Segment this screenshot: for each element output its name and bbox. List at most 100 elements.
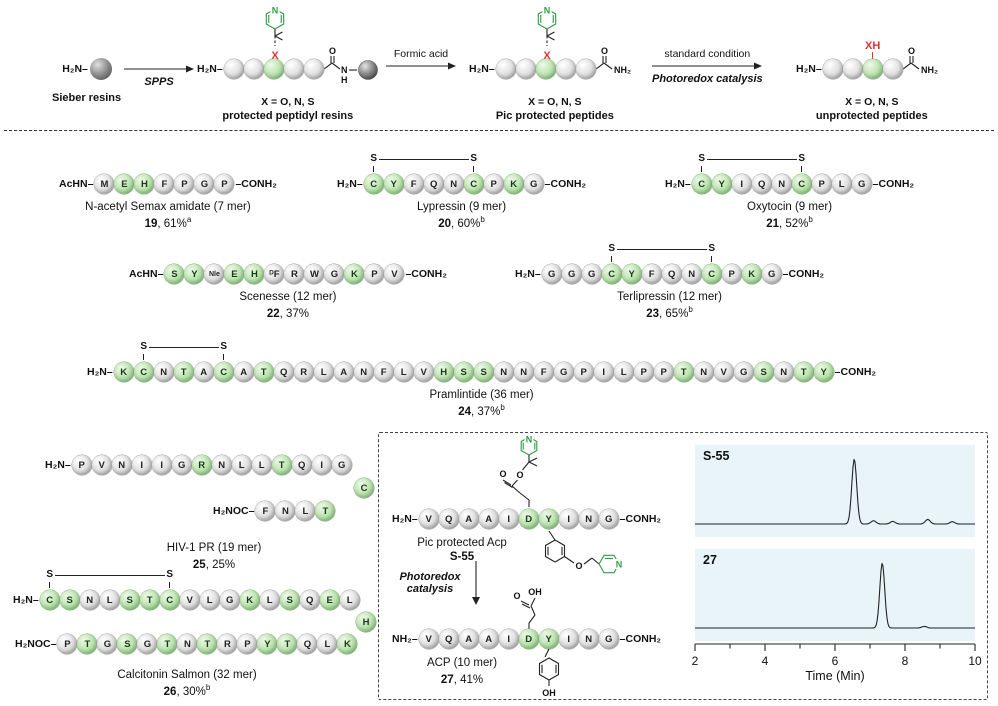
residue-bead: G	[523, 174, 544, 194]
svg-text:O: O	[601, 46, 608, 56]
residue-bead: S	[164, 264, 185, 284]
phenol-group: OH	[538, 649, 560, 698]
x-legend: X = O, N, S	[845, 96, 899, 108]
peptide-name: N-acetyl Semax amidate (7 mer)	[85, 201, 251, 213]
footnote-sup: b	[808, 215, 813, 224]
svg-text:N: N	[544, 6, 551, 16]
svg-text:NH₂: NH₂	[921, 65, 938, 75]
residue-bead: I	[131, 455, 152, 475]
structure-name: Pic protected Acp	[417, 537, 507, 549]
x-legend: X = O, N, S	[261, 96, 315, 108]
residue-bead: E	[114, 174, 135, 194]
yield-text: , 60%	[451, 217, 481, 230]
residue-bead: A	[458, 629, 479, 649]
residue-bead: C	[133, 362, 154, 382]
residue-bead: T	[793, 362, 814, 382]
peptide-name: Oxytocin (9 mer)	[747, 201, 833, 213]
resin-bead	[89, 58, 112, 80]
residue-bead: Y	[621, 264, 642, 284]
disulfide-bridge	[378, 159, 469, 160]
yield-text: , 37%	[279, 307, 310, 320]
hplc-trace	[695, 445, 975, 537]
yield-text: , 41%	[453, 673, 484, 686]
peptide-id: 21, 52%b	[766, 215, 813, 230]
residue-bead	[882, 59, 903, 79]
residue-bead: T	[277, 634, 298, 654]
residue-bead: L	[231, 455, 252, 475]
peptide-chain: H₂N– O N H	[196, 46, 380, 92]
x-linker-label: X	[271, 50, 279, 62]
chromatogram-27-panel: 27	[695, 549, 975, 641]
arrow-label: Formic acid	[393, 48, 449, 60]
residue-bead: L	[831, 174, 852, 194]
yield-text: , 61%	[157, 217, 187, 230]
residue-bead: Q	[299, 590, 320, 610]
residue-bead: L	[251, 455, 272, 475]
residue-bead: Q	[423, 174, 444, 194]
residue-bead	[822, 59, 843, 79]
svg-text:N: N	[272, 6, 279, 16]
disulfide-bridge	[473, 166, 475, 172]
residue-bead: V	[413, 362, 434, 382]
residue-bead: K	[741, 264, 762, 284]
residue-bead: T	[197, 634, 218, 654]
residue-bead: S	[753, 362, 774, 382]
residue-bead: R	[217, 634, 238, 654]
amide-nh2-group: O NH₂	[902, 46, 938, 75]
residue-bead: Y	[383, 174, 404, 194]
residue-bead: T	[157, 634, 178, 654]
residue-bead: L	[613, 362, 634, 382]
arrow-label: Photoredox catalysis	[399, 571, 461, 595]
peptide-id: 19, 61%a	[145, 215, 192, 230]
peptide-id: 22, 37%	[267, 305, 309, 320]
disulfide-bridge	[169, 582, 171, 588]
svg-text:N: N	[341, 65, 348, 75]
residue-bead: Q	[438, 509, 459, 529]
residue-bead: L	[99, 590, 120, 610]
residue-bead: G	[553, 362, 574, 382]
residue-bead: G	[733, 362, 754, 382]
peptide-name: HIV-1 PR (19 mer)	[166, 542, 262, 554]
residue-bead: A	[233, 362, 254, 382]
residue-bead: P	[364, 264, 385, 284]
axis-title: Time (Min)	[805, 669, 865, 683]
residue-bead: P	[811, 174, 832, 194]
n-terminus-label: H₂N–	[87, 366, 113, 378]
peptide-id: 27, 41%	[387, 671, 537, 686]
residue-bead: T	[253, 362, 274, 382]
residue-bead: G	[761, 264, 782, 284]
compound-number: 20	[438, 217, 451, 230]
residue-bead: K	[239, 590, 260, 610]
peptide-chain: H₂N– O NH₂	[795, 46, 949, 92]
disulfide-bridge: S	[220, 341, 227, 352]
xh-label: XH	[865, 40, 881, 52]
residue-bead	[243, 59, 264, 79]
yield-text: , 52%	[779, 217, 809, 230]
compound-number: 21	[766, 217, 779, 230]
svg-text:O: O	[908, 46, 915, 56]
residue-bead: T	[139, 590, 160, 610]
residue-bead	[303, 59, 324, 79]
footnote-sup: b	[500, 403, 505, 412]
residue-bead: V	[713, 362, 734, 382]
footnote-sup: a	[186, 215, 192, 224]
residue-bead: N	[79, 590, 100, 610]
n-terminus-label: H₂N–	[515, 268, 541, 280]
arrow-formic-acid: Formic acid	[386, 48, 456, 71]
reaction-arrow-icon	[124, 65, 194, 73]
svg-text:2: 2	[692, 654, 699, 668]
residue-bead: K	[113, 362, 134, 382]
arrow-photoredox: standard condition Photoredox catalysis	[652, 48, 763, 85]
residue-bead: R	[284, 264, 305, 284]
disulfide-bridge: S	[140, 341, 147, 352]
peptide-id: 23, 65%b	[646, 305, 693, 320]
residue-bead: F	[403, 174, 424, 194]
residue-bead: H	[356, 612, 376, 632]
